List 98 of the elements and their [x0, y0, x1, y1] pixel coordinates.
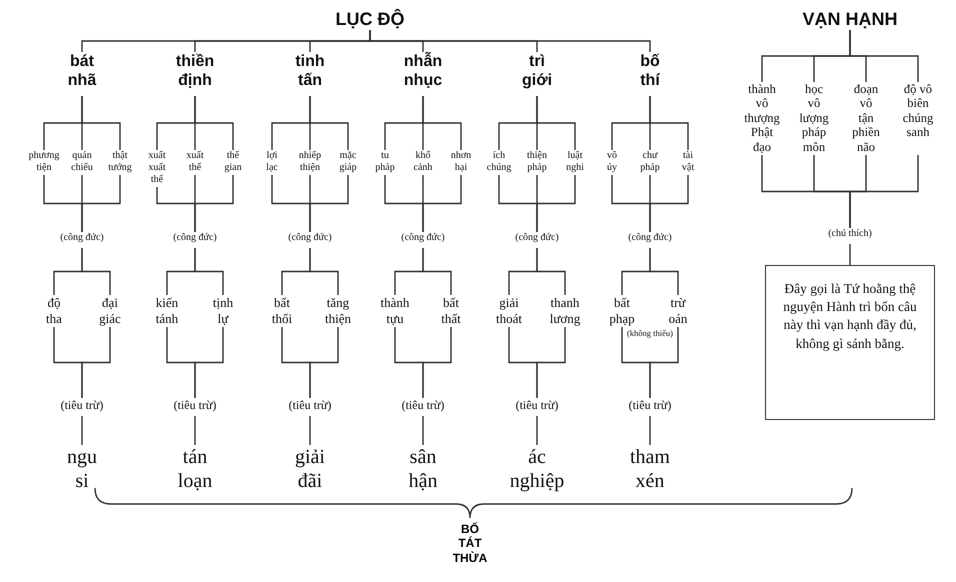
- connector-line: [81, 96, 121, 150]
- connector-line: [309, 248, 339, 295]
- sub-term: vô úy: [607, 150, 617, 174]
- remove-note: (tiêu trừ): [402, 398, 444, 413]
- branch-term: bố thí: [640, 52, 660, 90]
- sub-term: xuất xuất thế: [148, 150, 166, 186]
- heading-text: LỤC ĐỘ: [336, 8, 404, 30]
- group-label: BỐ TÁT THỪA: [452, 522, 488, 566]
- result-term: thanh lương: [550, 295, 580, 326]
- note-box: Đây gọi là Tứ hoằng thệ nguyện Hành trì bốn câu này thì vạn hạnh đầy đủ, không gì sánh bằng.: [765, 265, 935, 420]
- connector-line: [309, 175, 349, 232]
- result-term: bất thất: [441, 295, 461, 326]
- connector-line: [849, 30, 919, 82]
- connector-line: [536, 416, 538, 445]
- vow-term: học vô lượng pháp môn: [799, 82, 829, 154]
- heading-text: VẠN HẠNH: [802, 8, 898, 30]
- connector-line: [309, 416, 311, 445]
- result-term: bất phạp: [609, 295, 635, 326]
- connector-line: [194, 96, 234, 150]
- sub-term: chư pháp: [640, 150, 660, 174]
- connector-line: [309, 327, 339, 398]
- merit-note: (chú thích): [828, 228, 872, 239]
- connector-line: [81, 416, 83, 445]
- result-term: độ tha: [46, 295, 62, 326]
- connector-line: [422, 248, 452, 295]
- sub-term: lợi lạc: [266, 150, 278, 174]
- removed-term: ngu si: [67, 445, 97, 493]
- connector-line: [649, 96, 689, 150]
- remove-note: (tiêu trừ): [628, 398, 672, 413]
- remove-note: (tiêu trừ): [174, 398, 216, 413]
- sub-term: ích chúng: [486, 150, 512, 174]
- result-term: tăng thiện: [325, 295, 351, 326]
- removed-term: tham xén: [630, 445, 670, 493]
- connector-line: [649, 248, 679, 295]
- sub-term: thế gian: [224, 150, 242, 174]
- merit-note: (công đức): [60, 232, 104, 243]
- connector-line: [81, 175, 121, 232]
- merit-note: (công đức): [628, 232, 672, 243]
- removed-term: sân hận: [408, 445, 438, 493]
- merit-note: (công đức): [401, 232, 445, 243]
- sub-term: khổ cảnh: [414, 150, 432, 174]
- result-term: đại giác: [99, 295, 121, 326]
- sub-term: nhiếp thiện: [298, 150, 322, 174]
- connector-line: [849, 244, 851, 265]
- merit-note: (công đức): [288, 232, 332, 243]
- connector-line: [422, 327, 452, 398]
- removed-term: giải đãi: [295, 445, 325, 493]
- result-term: giải thoát: [496, 295, 522, 326]
- connector-line: [649, 416, 651, 445]
- branch-term: trì giới: [522, 52, 552, 90]
- result-term: kiến tánh: [156, 295, 178, 326]
- side-note: (không thiếu): [626, 328, 674, 338]
- vow-term: thành vô thượng Phật đạo: [744, 82, 780, 154]
- sub-term: quán chiếu: [71, 150, 93, 174]
- sub-term: mặc giáp: [339, 150, 357, 174]
- connector-line: [194, 248, 224, 295]
- connector-line: [849, 155, 919, 228]
- sub-term: tài vật: [682, 150, 694, 174]
- connector-line: [81, 248, 111, 295]
- branch-term: nhẫn nhục: [404, 52, 442, 90]
- sub-term: tu pháp: [375, 150, 395, 174]
- connector-line: [536, 96, 576, 150]
- connector-line: [81, 327, 111, 398]
- result-term: bất thối: [272, 295, 292, 326]
- remove-note: (tiêu trừ): [516, 398, 558, 413]
- branch-term: thiền định: [176, 52, 214, 90]
- removed-term: ác nghiệp: [510, 445, 564, 493]
- remove-note: (tiêu trừ): [60, 398, 104, 413]
- connector-line: [536, 327, 566, 398]
- connector-line: [194, 175, 234, 232]
- connector-line: [649, 175, 689, 232]
- connector-line: [422, 175, 462, 232]
- branch-term: bát nhã: [68, 52, 96, 90]
- connector-line: [369, 30, 651, 52]
- removed-term: tán loạn: [178, 445, 212, 493]
- connector-line: [422, 416, 424, 445]
- result-term: trừ oán: [668, 295, 688, 326]
- sub-term: thiện pháp: [527, 150, 547, 174]
- connector-line: [422, 96, 462, 150]
- merit-note: (công đức): [173, 232, 217, 243]
- vow-term: đoạn vô tận phiền não: [852, 82, 880, 154]
- sub-term: thật tướng: [108, 150, 132, 174]
- connector-line: [536, 175, 576, 232]
- sub-term: phương tiện: [28, 150, 60, 174]
- result-term: tịnh lự: [212, 295, 234, 326]
- connector-line: [309, 96, 349, 150]
- connector-line: [649, 327, 679, 398]
- connector-line: [194, 327, 224, 398]
- vow-term: độ vô biên chúng sanh: [902, 82, 934, 140]
- branch-term: tinh tấn: [295, 52, 325, 90]
- connector-line: [536, 248, 566, 295]
- result-term: thành tựu: [380, 295, 410, 326]
- sub-term: luật nghi: [566, 150, 584, 174]
- sub-term: xuất thế: [186, 150, 204, 174]
- remove-note: (tiêu trừ): [288, 398, 332, 413]
- merit-note: (công đức): [515, 232, 559, 243]
- connector-line: [194, 416, 196, 445]
- sub-term: nhơn hại: [450, 150, 472, 174]
